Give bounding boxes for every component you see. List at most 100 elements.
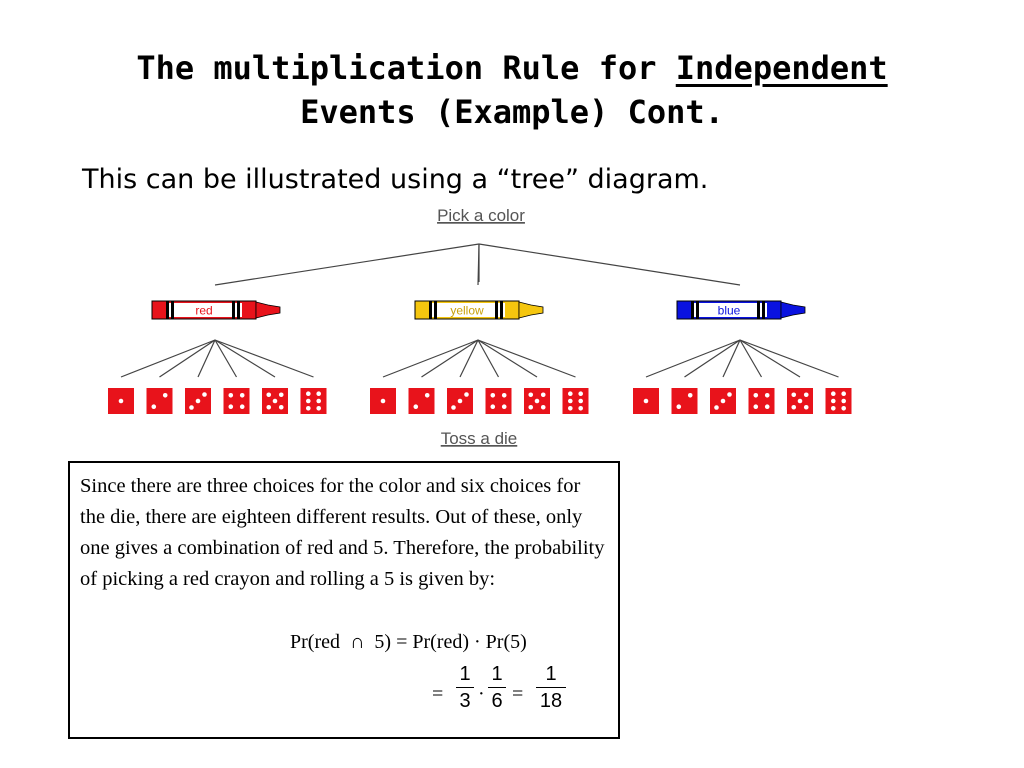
die-face-4 [485, 388, 512, 414]
pick-a-color-label: Pick a color [437, 206, 525, 225]
die-body [748, 388, 775, 414]
tree-branch [120, 339, 216, 378]
die-pip [228, 404, 234, 410]
die-pip [189, 405, 194, 410]
die-pip [803, 404, 809, 410]
die-body [408, 388, 435, 414]
crayon-stripe [495, 301, 498, 319]
crayon-label: red [195, 304, 212, 318]
die-pip [687, 392, 693, 398]
die-pip [228, 392, 234, 398]
toss-a-die-label: Toss a die [441, 429, 518, 448]
probability-equation: Pr(red ∩ 5) = Pr(red) · Pr(5) [290, 631, 527, 653]
die-face-1 [633, 388, 659, 414]
tree-branch [159, 339, 216, 378]
numerator: 1 [459, 663, 471, 685]
numerator: 1 [491, 663, 503, 685]
tree-branch [421, 339, 479, 378]
crayon-stripe [757, 301, 760, 319]
tree-diagram: Pick a color Toss a die red yellow blue [108, 206, 852, 448]
crayon-tip [518, 301, 544, 319]
die-pip [202, 392, 207, 397]
die-body [671, 388, 698, 414]
die-face-6 [562, 388, 589, 414]
tree-branch [477, 243, 480, 286]
explanation-box: Since there are three choices for the co… [68, 461, 620, 739]
tree-branch [197, 339, 216, 378]
title-line1-text: The multiplication Rule for [136, 49, 676, 87]
tree-branch [739, 339, 839, 378]
die-pip [528, 404, 534, 410]
tree-branch [459, 339, 479, 378]
die-face-5 [524, 388, 550, 414]
crayon-wrapper [691, 303, 767, 317]
die-pip [764, 404, 770, 410]
die-body [485, 388, 512, 414]
die-pip [151, 404, 157, 410]
crayon-yellow: yellow [414, 300, 544, 320]
die-face-1 [370, 388, 396, 414]
die-pip [753, 404, 759, 410]
die-pip [239, 404, 245, 410]
equals-sign: = [432, 683, 444, 705]
die-pip [306, 398, 311, 404]
die-pip [316, 398, 322, 404]
die-pip [266, 392, 272, 398]
die-face-4 [748, 388, 775, 414]
die-body [562, 388, 589, 414]
fraction-bar [488, 687, 506, 688]
die-pip [753, 392, 759, 398]
die-pip [457, 398, 463, 404]
die-pip [316, 391, 322, 397]
die-face-3 [447, 388, 473, 414]
slide-subtitle: This can be illustrated using a “tree” d… [82, 164, 709, 195]
die-pip [720, 398, 726, 404]
explanation-paragraph: Since there are three choices for the co… [80, 475, 605, 590]
tree-branch [684, 339, 741, 378]
die-body [300, 388, 327, 414]
die-pip [764, 392, 770, 398]
die-pip [540, 404, 546, 410]
die-pip [272, 398, 278, 404]
denominator: 6 [491, 690, 503, 712]
tree-branch [214, 339, 314, 378]
crayon-red: red [151, 300, 281, 320]
crayon-stripe [762, 301, 765, 319]
crayon-label: blue [718, 304, 741, 318]
die-pip [380, 398, 386, 404]
title-underlined-word: Independent [675, 49, 888, 87]
crayon-tip [780, 301, 806, 319]
crayon-row: red yellow blue [151, 300, 806, 320]
die-pip [540, 392, 546, 398]
die-pip [841, 391, 846, 397]
die-pip [316, 405, 322, 411]
fraction-equation: = 1 3 · 1 6 = 1 18 [430, 663, 610, 733]
die-pip [278, 404, 284, 410]
numerator: 1 [545, 663, 557, 685]
denominator: 3 [459, 690, 471, 712]
die-pip [791, 392, 797, 398]
tree-branch [739, 339, 801, 378]
die-pip [306, 405, 311, 411]
die-face-4 [223, 388, 250, 414]
die-pip [278, 392, 284, 398]
fraction-one-eighteenth: 1 18 [536, 663, 566, 712]
die-pip [490, 392, 496, 398]
tree-branch [477, 339, 576, 378]
die-body [223, 388, 250, 414]
crayon-stripe [166, 301, 169, 319]
tree-branch [382, 339, 479, 378]
die-face-6 [300, 388, 327, 414]
crayon-wrapper [429, 303, 505, 317]
die-pip [568, 398, 573, 404]
die-pip [841, 398, 846, 404]
die-pip [643, 398, 649, 404]
die-pip [239, 392, 245, 398]
die-pip [791, 404, 797, 410]
die-face-1 [108, 388, 134, 414]
title-line2-text: Events (Example) Cont. [300, 93, 724, 131]
tree-branch [214, 339, 238, 378]
die-pip [831, 398, 836, 404]
crayon-wrapper [166, 303, 242, 317]
crayon-tip [255, 301, 281, 319]
